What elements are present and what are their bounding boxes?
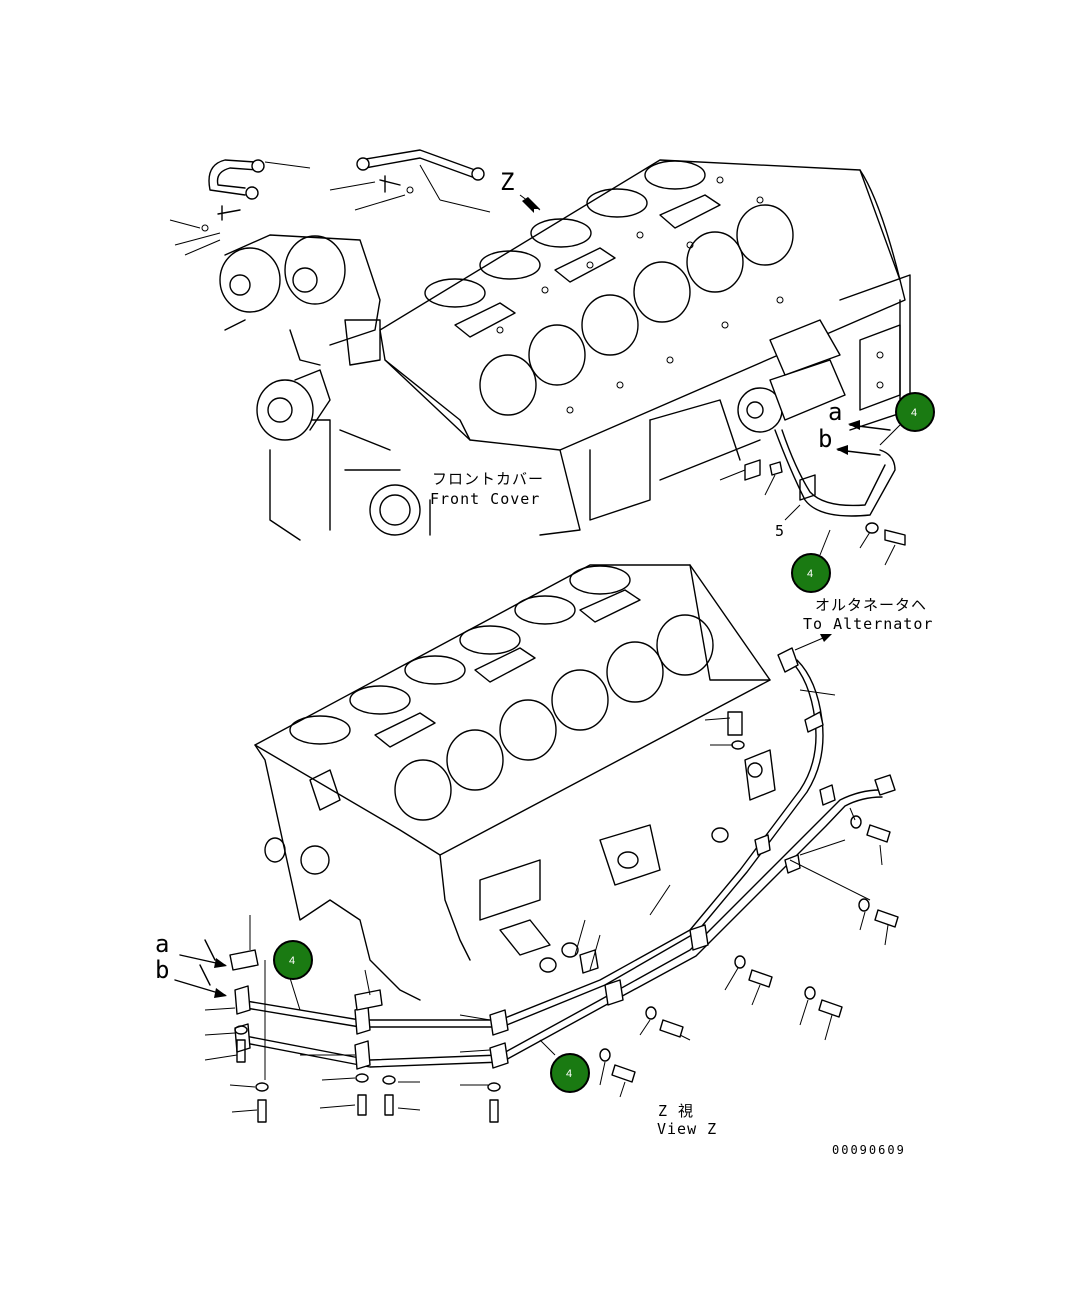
z-marker: Z [500,168,514,196]
bottom-cylinder-bores-near [394,614,714,821]
starter-motor-assembly [719,274,911,566]
deck-bolts [496,176,784,414]
drawing-number: 00090609 [832,1143,906,1157]
callout-number: 4 [566,1068,572,1080]
top-cylinder-bores-far [424,160,706,308]
callout-4-top-right[interactable]: 4 [879,392,935,446]
callout-number: 4 [807,568,813,580]
label-a-top: a [828,398,842,426]
part-5-label: 5 [775,522,785,540]
label-b-top: b [818,425,832,453]
view-z-label-en: View Z [657,1120,717,1138]
front-cover-assembly [169,149,491,441]
to-alternator-label-en: To Alternator [803,615,933,633]
to-alternator-label-jp: オルタネータヘ [815,596,927,614]
callout-4-bottom-center[interactable]: 4 [539,1039,590,1093]
callout-4-top-lower[interactable]: 4 [791,529,831,593]
view-z-arrow [519,194,541,213]
top-engine-block [269,159,906,541]
callout-4-bottom-left[interactable]: 4 [273,940,313,1011]
label-a-bottom: a [155,930,169,958]
front-cover-label-jp: フロントカバー [432,470,544,488]
front-cover-label-en: Front Cover [430,490,540,508]
label-b-bottom: b [155,956,169,984]
callout-number: 4 [289,955,295,967]
bolts-bottom [234,711,899,1123]
top-cylinder-bores-near [479,204,794,416]
bottom-cylinder-bores-far [289,565,631,745]
wiring-harness [174,634,899,1123]
callout-number: 4 [911,407,917,419]
leader-lines-bottom [204,689,889,1113]
bottom-engine-block [254,564,776,1001]
view-z-label-jp: Z 視 [658,1102,694,1120]
